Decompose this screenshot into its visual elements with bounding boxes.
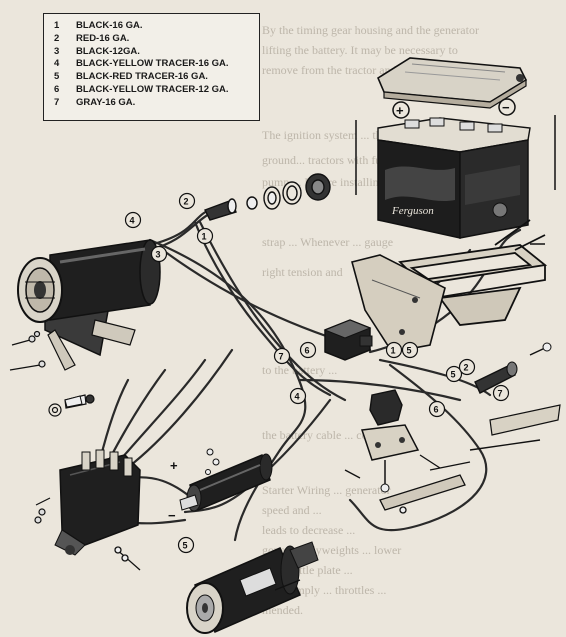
battery-brand-label: Ferguson (391, 205, 434, 217)
callout-1-top: 1 (196, 227, 214, 245)
callout-2-right: 2 (458, 358, 476, 376)
legend-label: BLACK-RED TRACER-16 GA. (76, 71, 208, 83)
svg-text:2: 2 (464, 363, 469, 373)
callout-2-top: 2 (178, 192, 196, 210)
svg-text:5: 5 (407, 346, 412, 356)
legend-label: BLACK-YELLOW TRACER-12 GA. (76, 83, 229, 95)
distributor (54, 449, 141, 556)
starter-hardware (114, 546, 301, 591)
coil-positive-sign: + (170, 458, 178, 473)
battery: Ferguson (355, 115, 556, 239)
starter-switch (360, 389, 420, 493)
ignition-coil: + − (168, 448, 273, 523)
battery-terminal-signs: + − (392, 98, 516, 119)
switch-hardware (344, 454, 471, 514)
legend-row: 1 BLACK-16 GA. (54, 20, 251, 33)
background-text-line: right tension and (262, 265, 343, 279)
terminal-bushings (204, 173, 331, 221)
wire (113, 358, 207, 468)
svg-text:4: 4 (295, 392, 300, 402)
svg-text:7: 7 (279, 352, 284, 362)
battery-tray (398, 219, 548, 326)
legend-number: 2 (54, 32, 60, 44)
legend-number: 6 (54, 83, 60, 95)
svg-text:2: 2 (184, 197, 189, 207)
callout-7-center: 7 (273, 347, 291, 365)
legend-row: 7 GRAY-16 GA. (54, 97, 251, 110)
callout-4-center: 4 (289, 387, 307, 405)
wire (198, 220, 347, 402)
background-text-line: strap ... Whenever ... gauge (262, 235, 394, 249)
voltage-regulator (323, 319, 373, 361)
legend-number: 7 (54, 96, 60, 108)
legend-label: BLACK-12GA. (76, 45, 140, 57)
legend-number: 5 (54, 71, 60, 83)
callout-3-generator: 3 (150, 245, 168, 263)
generator (17, 239, 161, 371)
svg-text:7: 7 (498, 389, 503, 399)
svg-text:3: 3 (156, 250, 161, 260)
legend-number: 3 (54, 45, 60, 57)
wire (120, 348, 234, 474)
wire-color-legend: 1 BLACK-16 GA. 2 RED-16 GA. 3 BLACK-12GA… (43, 13, 260, 121)
svg-text:5: 5 (183, 541, 188, 551)
wire (98, 378, 130, 462)
battery-negative-sign: − (502, 100, 510, 115)
callout-6-center: 6 (299, 341, 317, 359)
legend-number: 1 (54, 20, 60, 31)
background-text-line: lifting the battery. It may be necessary… (262, 43, 458, 57)
callouts: 4 3 2 1 7 6 4 (124, 192, 510, 554)
battery-positive-sign: + (396, 103, 404, 118)
background-text-line: ground... tractors with fuel (262, 153, 390, 167)
legend-row: 2 RED-16 GA. (54, 33, 251, 46)
coil-negative-sign: − (168, 508, 176, 523)
battery-cover (376, 57, 528, 109)
legend-row: 3 BLACK-12GA. (54, 46, 251, 59)
wire (193, 220, 332, 397)
background-text-line: Starter Wiring ... generator (262, 483, 391, 497)
svg-text:6: 6 (434, 405, 439, 415)
wire (298, 378, 462, 402)
svg-text:5: 5 (451, 370, 456, 380)
callout-5-regulator: 5 (401, 341, 419, 359)
svg-text:4: 4 (130, 216, 135, 226)
wire (233, 448, 282, 542)
callout-5-coil: 5 (177, 536, 195, 554)
background-text-line: By the timing gear housing and the gener… (262, 23, 479, 37)
callout-7-right: 7 (492, 384, 510, 402)
background-text-line: to the battery ... (262, 363, 338, 377)
legend-label: BLACK-16 GA. (76, 20, 143, 31)
legend-label: RED-16 GA. (76, 32, 130, 44)
svg-text:1: 1 (391, 346, 396, 356)
legend-row: 4 BLACK-YELLOW TRACER-16 GA. (54, 58, 251, 71)
wire (106, 368, 167, 464)
callout-5-right: 5 (445, 365, 463, 383)
regulator-bracket (351, 254, 446, 353)
callout-4-generator: 4 (124, 211, 142, 229)
ignition-switch (469, 243, 561, 451)
legend-number: 4 (54, 58, 60, 70)
legend-label: GRAY-16 GA. (76, 96, 136, 108)
legend-row: 5 BLACK-RED TRACER-16 GA. (54, 71, 251, 84)
legend-label: BLACK-YELLOW TRACER-16 GA. (76, 58, 229, 70)
callout-6-right: 6 (428, 400, 446, 418)
background-text-line: leads to decrease ... (262, 523, 356, 537)
spark-plug (64, 395, 83, 408)
starter-motor (186, 541, 319, 634)
svg-text:1: 1 (202, 232, 207, 242)
svg-text:6: 6 (305, 346, 310, 356)
legend-row: 6 BLACK-YELLOW TRACER-12 GA. (54, 84, 251, 97)
background-text-line: speed and ... (262, 503, 322, 517)
wire (148, 238, 307, 452)
callout-1-regulator: 1 (385, 341, 403, 359)
